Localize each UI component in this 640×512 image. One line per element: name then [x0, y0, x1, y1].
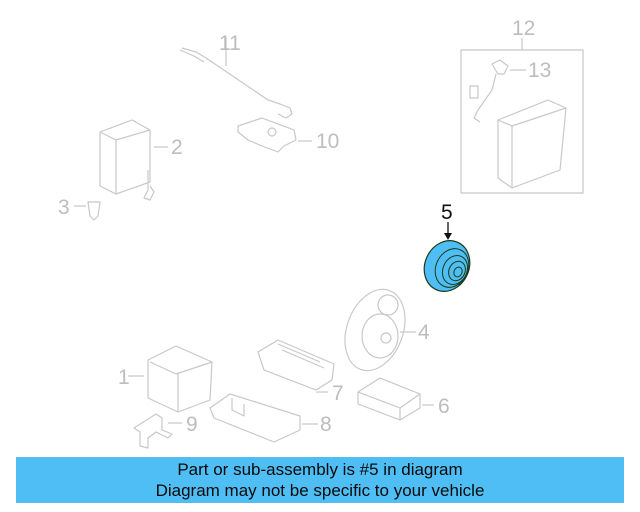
callout-2: 2: [171, 136, 183, 159]
callout-10: 10: [316, 130, 340, 153]
callout-1: 1: [118, 366, 130, 389]
part-5-tweeter[interactable]: [416, 222, 478, 299]
callout-8: 8: [320, 413, 332, 436]
part-7-receiver[interactable]: [257, 339, 335, 393]
callout-6: 6: [438, 395, 450, 418]
part-10-antenna-connector[interactable]: [237, 117, 312, 153]
part-11-antenna-cable[interactable]: [179, 38, 293, 119]
callout-5: 5: [441, 201, 453, 224]
part-9-bracket[interactable]: [133, 413, 182, 449]
part-1-control-module[interactable]: [128, 345, 213, 413]
part-3-clip[interactable]: [74, 201, 101, 221]
part-12-interface-box[interactable]: [460, 38, 584, 194]
banner-line-1: Part or sub-assembly is #5 in diagram: [177, 460, 463, 479]
info-banner: Part or sub-assembly is #5 in diagram Di…: [16, 457, 624, 503]
callout-12: 12: [512, 17, 536, 40]
banner-line-2: Diagram may not be specific to your vehi…: [155, 481, 485, 500]
part-13-harness[interactable]: [469, 59, 526, 123]
callout-3: 3: [58, 196, 70, 219]
part-6-amplifier[interactable]: [357, 377, 434, 421]
callout-9: 9: [186, 413, 198, 436]
callout-13: 13: [528, 59, 552, 82]
part-4-speaker[interactable]: [334, 281, 416, 379]
part-8-mounting-bracket[interactable]: [209, 393, 318, 443]
part-2-radio-unit[interactable]: [99, 119, 168, 201]
callout-11: 11: [219, 32, 241, 55]
callout-4: 4: [418, 321, 430, 344]
callout-7: 7: [332, 382, 344, 405]
